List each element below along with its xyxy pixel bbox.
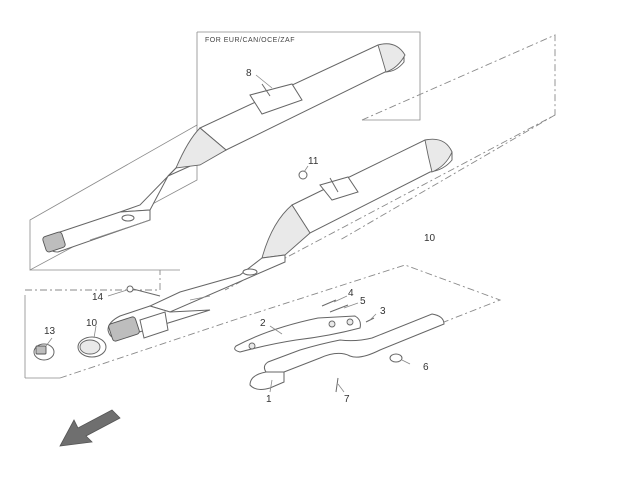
- callout-3: 3: [380, 306, 386, 317]
- callout-7: 7: [344, 394, 350, 405]
- arrow-front-icon: [59, 409, 121, 447]
- callout-8-upper: 8: [246, 68, 252, 79]
- part-11-nut: [298, 170, 308, 180]
- callout-1: 1: [266, 394, 272, 405]
- loose-parts: [33, 170, 445, 393]
- callout-13: 13: [44, 326, 56, 337]
- callouts: 8 11 10 14 10 13 2 4 5 3 6 7 1: [44, 68, 436, 405]
- lower-muffler: [107, 138, 453, 342]
- callout-11: 11: [308, 156, 319, 167]
- part-7-stud: [335, 377, 339, 393]
- callout-5: 5: [360, 296, 366, 307]
- upper-muffler: [42, 43, 406, 253]
- part-4-bolt: [321, 299, 337, 307]
- callout-2: 2: [260, 318, 266, 329]
- part-5-bolt: [329, 304, 349, 313]
- leader-lines: [45, 74, 411, 393]
- upper-variant-frame: [29, 31, 421, 271]
- part-6-gasket: [389, 353, 403, 363]
- callout-6: 6: [423, 362, 429, 373]
- callout-10: 10: [86, 318, 98, 329]
- callout-4: 4: [348, 288, 354, 299]
- variant-note: FOR EUR/CAN/OCE/ZAF: [205, 37, 295, 44]
- part-14-bolt: [126, 285, 134, 293]
- callout-14: 14: [92, 292, 104, 303]
- callout-8-lower: 10: [424, 233, 436, 244]
